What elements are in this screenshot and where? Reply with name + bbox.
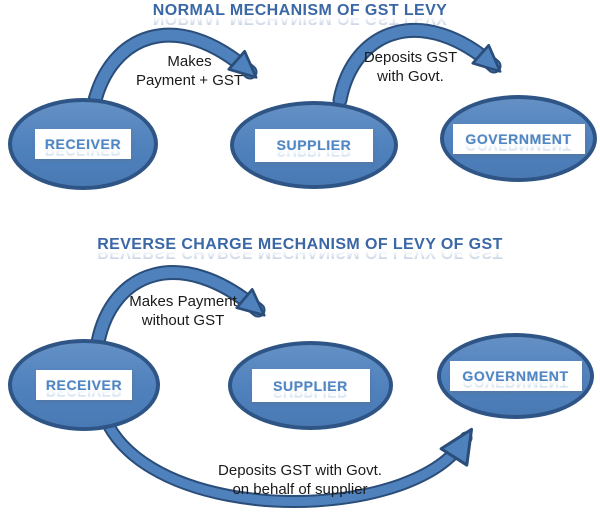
- normal-mechanism-title: NORMAL MECHANISM OF GST LEVY: [152, 2, 448, 19]
- normal-government-label-box: GOVERNMENT: [452, 123, 585, 154]
- annotation-line: Makes Payment: [129, 293, 237, 310]
- reverse-mechanism-title: REVERSE CHARGE MECHANISM OF LEVY OF GST: [97, 236, 503, 253]
- normal-payment-annotation: Makes Payment + GST: [112, 52, 267, 90]
- reverse-deposit-annotation: Deposits GST with Govt. on behalf of sup…: [175, 461, 425, 499]
- reverse-government-label-box: GOVERNMENT: [449, 361, 582, 391]
- normal-supplier-label-box: SUPPLIER: [255, 128, 373, 162]
- annotation-line: Deposits GST with Govt.: [218, 462, 382, 479]
- reverse-payment-annotation: Makes Payment without GST: [103, 292, 263, 330]
- annotation-line: Payment + GST: [135, 72, 244, 89]
- normal-receiver-label: RECEIVER: [44, 136, 122, 152]
- normal-receiver-label-box: RECEIVER: [35, 129, 131, 159]
- reverse-supplier-label-box: SUPPLIER: [251, 369, 370, 402]
- normal-supplier-node: SUPPLIER: [230, 101, 398, 189]
- annotation-line: on behalf of supplier: [232, 481, 368, 498]
- reverse-government-label: GOVERNMENT: [462, 368, 569, 384]
- reverse-government-node: GOVERNMENT: [437, 333, 594, 419]
- reverse-receiver-label: RECEIVER: [45, 377, 123, 393]
- normal-deposit-annotation: Deposits GST with Govt.: [333, 48, 488, 86]
- annotation-line: Deposits GST: [363, 49, 458, 66]
- annotation-line: with Govt.: [377, 68, 444, 85]
- normal-receiver-node: RECEIVER: [8, 98, 158, 190]
- normal-supplier-label: SUPPLIER: [276, 137, 352, 153]
- reverse-receiver-label-box: RECEIVER: [36, 370, 132, 400]
- annotation-line: without GST: [141, 312, 225, 329]
- reverse-receiver-node: RECEIVER: [8, 339, 160, 431]
- annotation-line: Makes: [167, 53, 212, 70]
- reverse-supplier-node: SUPPLIER: [228, 341, 393, 430]
- reverse-supplier-label: SUPPLIER: [273, 377, 348, 394]
- normal-government-label: GOVERNMENT: [465, 130, 572, 147]
- normal-government-node: GOVERNMENT: [440, 95, 597, 182]
